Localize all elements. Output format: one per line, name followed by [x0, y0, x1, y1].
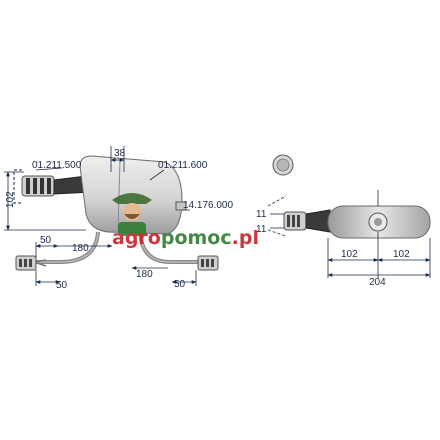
left-mount-pin	[175, 201, 187, 211]
dim-50-right: 50	[174, 279, 186, 290]
dim-50-top: 50	[40, 235, 52, 246]
part-number-01-211-600: 01.211.600	[158, 160, 208, 171]
dim-204: 204	[369, 277, 386, 288]
dim-102-b: 102	[393, 249, 410, 260]
right-switch-view	[267, 195, 431, 239]
right-small-plug	[197, 255, 219, 271]
part-number-01-211-500: 01.211.500	[32, 160, 82, 171]
agropomoc-watermark: agropomoc.pl	[112, 193, 259, 249]
dim-50-bottom: 50	[56, 280, 68, 291]
dim-102-vertical: 102	[5, 191, 16, 208]
switch-cap-part	[272, 154, 294, 176]
dim-180-right: 180	[136, 269, 153, 280]
farmer-mascot-logo	[112, 193, 152, 236]
left-switch-view	[13, 155, 219, 271]
left-small-plug	[15, 255, 47, 271]
watermark-pomoc: pomoc	[161, 227, 232, 249]
right-stalk-lever	[305, 209, 331, 233]
left-dimensions	[4, 146, 197, 286]
dim-11-bottom: 11	[256, 224, 267, 235]
right-dimensions	[270, 190, 431, 278]
svg-text:agropomoc.pl: agropomoc.pl	[112, 227, 259, 249]
dim-102-a: 102	[341, 249, 358, 260]
watermark-pl: .pl	[232, 227, 259, 249]
left-plug-connector	[13, 169, 55, 204]
part-number-14-176-000: 14.176.000	[183, 200, 233, 211]
dim-11-top: 11	[256, 209, 267, 220]
watermark-agro: agro	[112, 227, 161, 249]
dim-180-left: 180	[72, 243, 89, 254]
dim-38: 38	[114, 148, 126, 159]
